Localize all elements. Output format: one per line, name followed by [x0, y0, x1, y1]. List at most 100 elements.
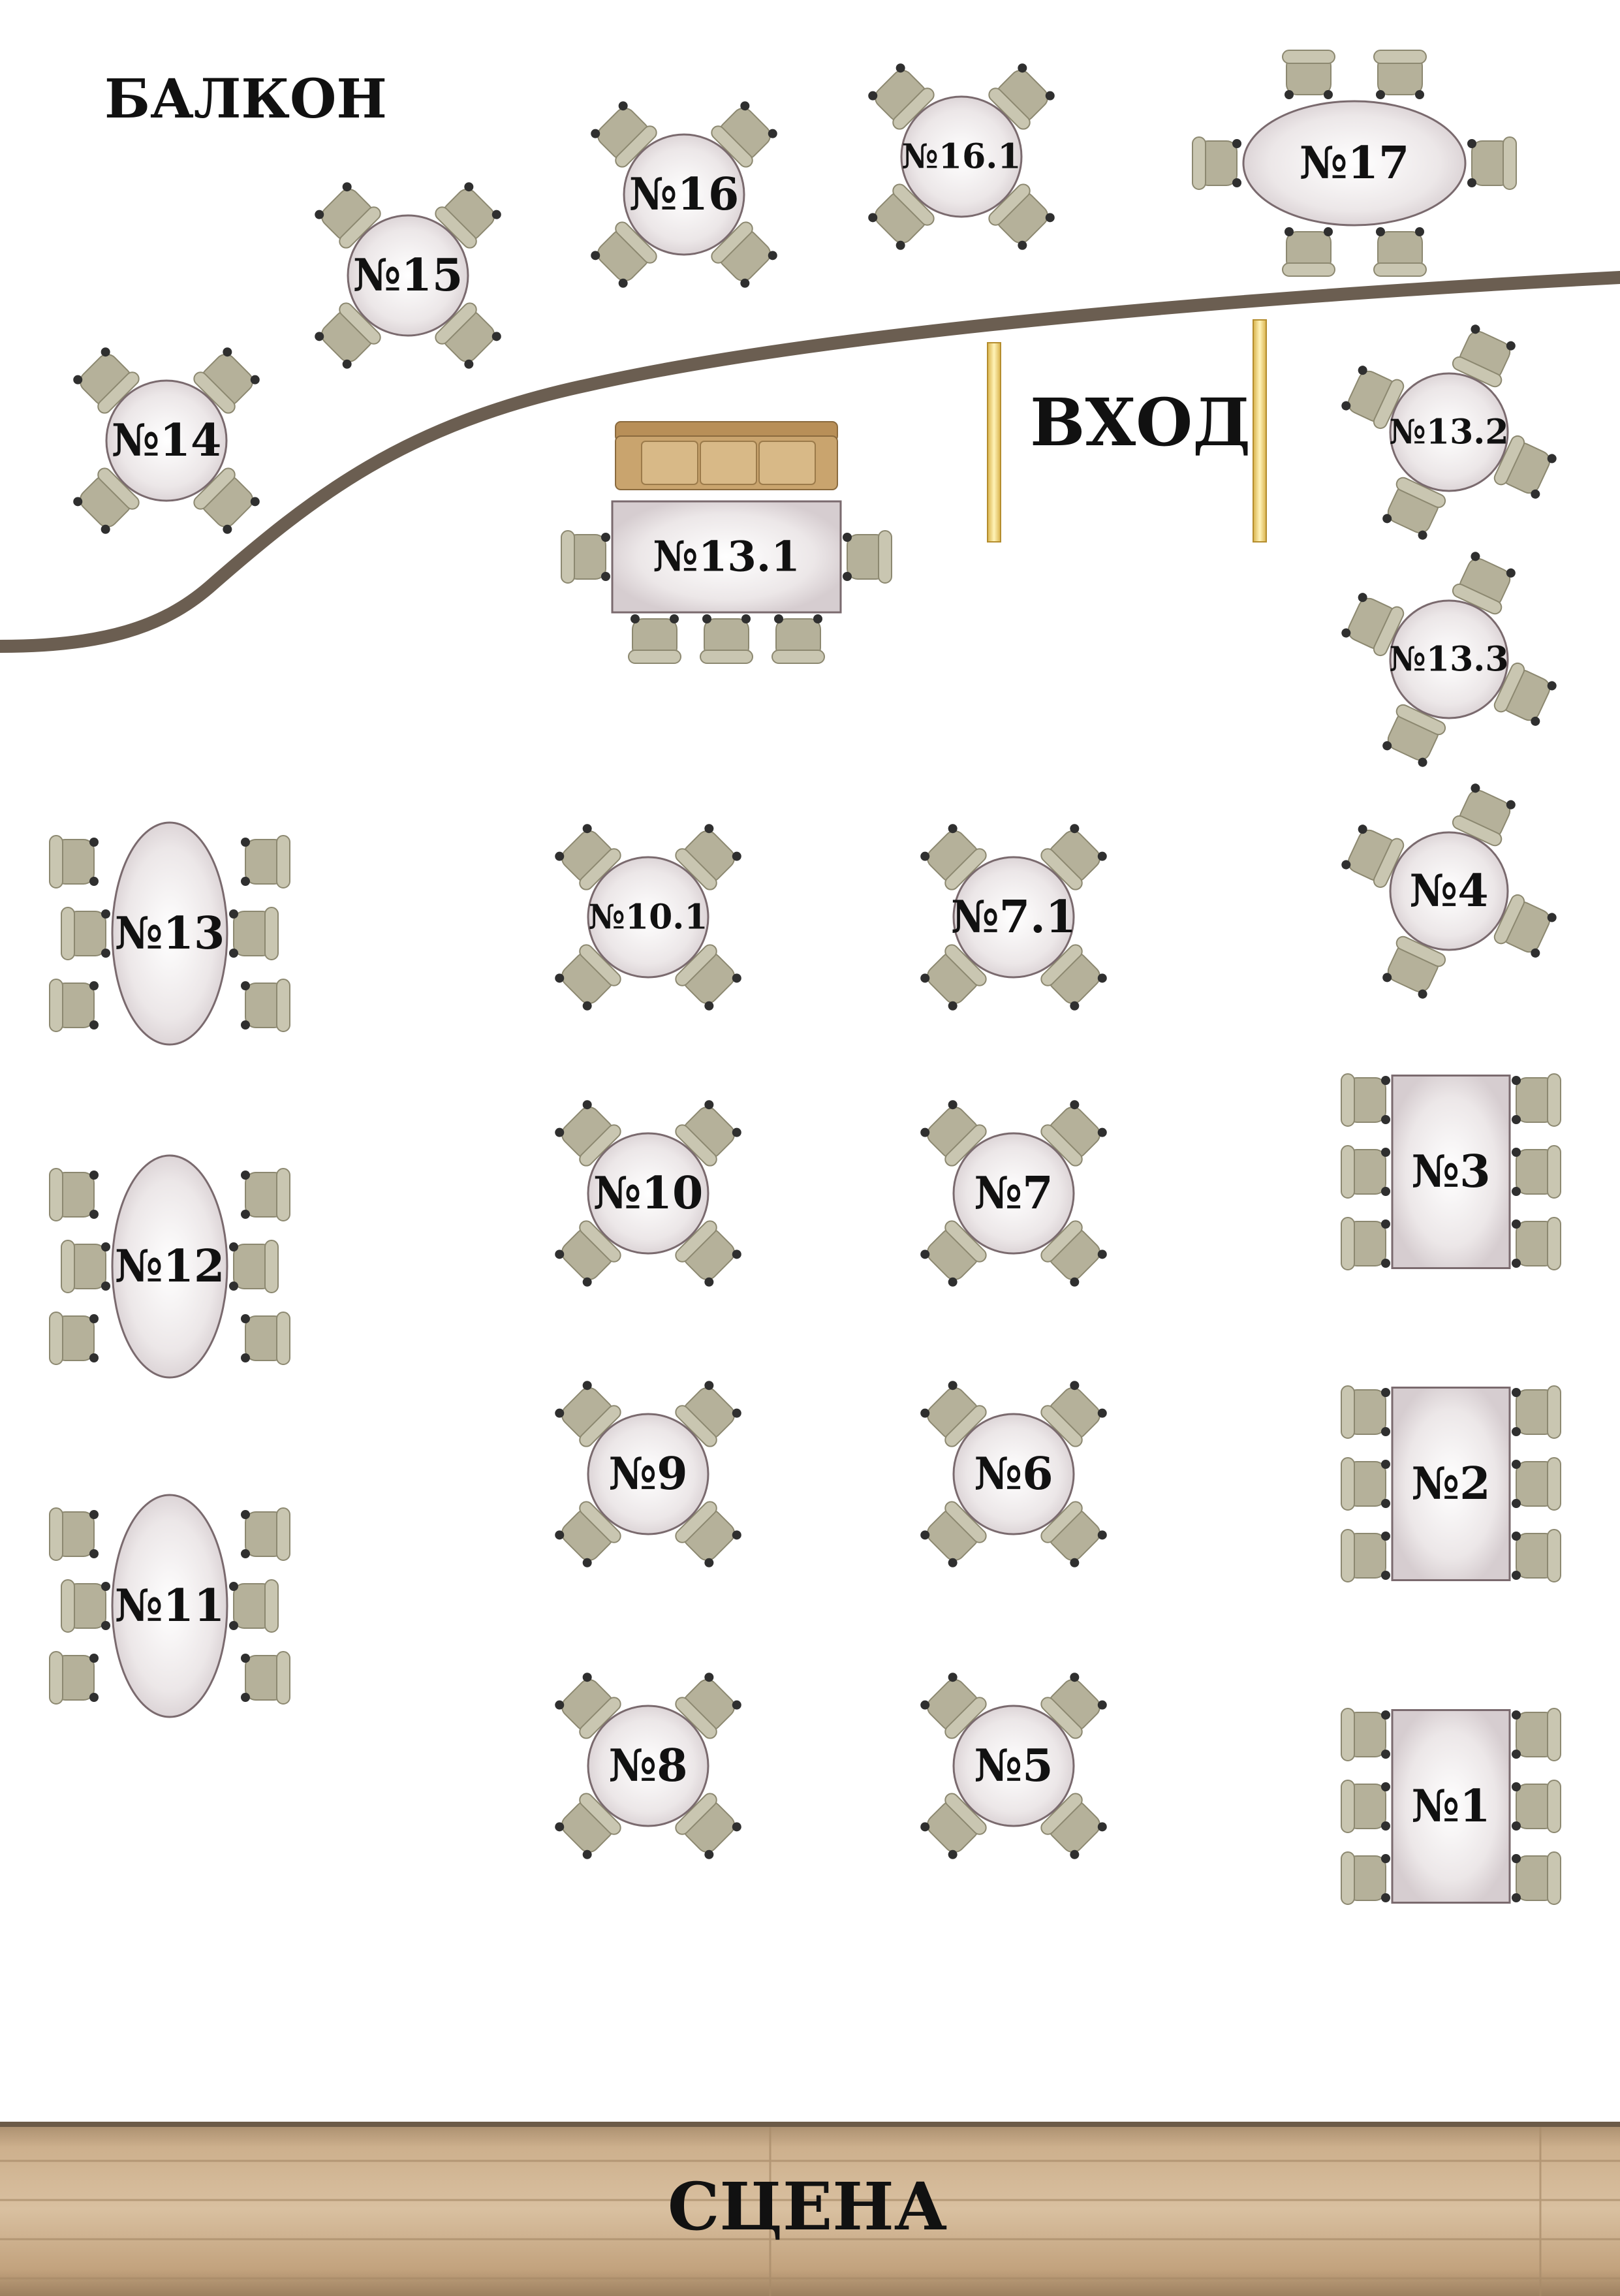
chair — [842, 530, 892, 584]
chair — [1511, 1457, 1561, 1511]
table-t13-1[interactable]: №13.1 — [561, 421, 892, 664]
table-label: №3 — [1411, 1146, 1490, 1198]
chair — [1373, 227, 1427, 277]
table-top — [952, 1132, 1075, 1255]
table-label: №1 — [1411, 1780, 1490, 1832]
table-top — [111, 1154, 228, 1379]
chair — [628, 614, 681, 664]
chair — [700, 614, 753, 664]
chair — [240, 1168, 290, 1221]
chair — [61, 1579, 111, 1633]
table-top — [952, 1705, 1075, 1827]
table-label: №7 — [974, 1167, 1053, 1219]
chair — [1511, 1073, 1561, 1127]
table-t16-1[interactable]: №16.1 — [864, 59, 1059, 254]
table-t7-1[interactable]: №7.1 — [916, 820, 1111, 1014]
table-top — [587, 1705, 709, 1827]
table-t1[interactable]: №1 — [1341, 1708, 1561, 1905]
chair — [228, 1579, 279, 1633]
table-label: №13.3 — [1389, 640, 1508, 680]
chair — [1511, 1217, 1561, 1270]
chair — [1341, 1073, 1391, 1127]
table-top — [1389, 831, 1509, 951]
table-t10[interactable]: №10 — [551, 1096, 745, 1291]
chair — [1341, 1457, 1391, 1511]
table-t2[interactable]: №2 — [1341, 1385, 1561, 1582]
table-label: №13 — [115, 907, 225, 960]
table-t11[interactable]: №11 — [49, 1494, 290, 1718]
table-t10-1[interactable]: №10.1 — [551, 820, 745, 1014]
chair — [1341, 1217, 1391, 1270]
table-label: №5 — [974, 1740, 1053, 1792]
table-top — [1242, 100, 1467, 227]
table-t6[interactable]: №6 — [916, 1377, 1111, 1571]
table-t16[interactable]: №16 — [587, 97, 781, 292]
table-t4[interactable]: №4 — [1338, 780, 1560, 1002]
table-top — [952, 856, 1075, 979]
table-t3[interactable]: №3 — [1341, 1073, 1561, 1270]
table-t15[interactable]: №15 — [311, 178, 505, 373]
chair — [228, 1240, 279, 1293]
table-top — [1389, 372, 1509, 492]
chair — [49, 1507, 99, 1561]
table-label: №17 — [1300, 137, 1410, 189]
chair — [1341, 1851, 1391, 1905]
chair — [240, 979, 290, 1032]
balcony-label: БАЛКОН — [104, 68, 387, 131]
chair — [1341, 1145, 1391, 1199]
table-label: №13.2 — [1389, 413, 1508, 452]
table-label: №11 — [115, 1580, 225, 1632]
chair — [240, 1312, 290, 1365]
table-t7[interactable]: №7 — [916, 1096, 1111, 1291]
table-label: №4 — [1409, 865, 1488, 917]
table-top — [611, 500, 842, 614]
table-top — [1391, 1387, 1511, 1581]
table-t13-3[interactable]: №13.3 — [1338, 548, 1560, 770]
table-top — [347, 214, 469, 337]
chair — [1341, 1385, 1391, 1439]
chair — [1467, 136, 1517, 190]
table-t13-2[interactable]: №13.2 — [1338, 321, 1560, 543]
table-t5[interactable]: №5 — [916, 1669, 1111, 1863]
table-top — [587, 1132, 709, 1255]
table-t12[interactable]: №12 — [49, 1154, 290, 1379]
chair — [49, 1168, 99, 1221]
table-label: №13.1 — [653, 533, 800, 582]
table-t8[interactable]: №8 — [551, 1669, 745, 1863]
chair — [1373, 50, 1427, 100]
table-t17[interactable]: №17 — [1192, 50, 1517, 277]
table-top — [587, 856, 709, 979]
chair — [1511, 1385, 1561, 1439]
chair — [1511, 1851, 1561, 1905]
chair — [1511, 1145, 1561, 1199]
table-top — [1389, 599, 1509, 719]
chair — [228, 907, 279, 960]
chair — [561, 530, 611, 584]
table-top — [623, 133, 745, 256]
table-t9[interactable]: №9 — [551, 1377, 745, 1571]
table-top — [1391, 1709, 1511, 1904]
chair — [1511, 1708, 1561, 1761]
table-t14[interactable]: №14 — [69, 343, 264, 538]
stage — [0, 2122, 1620, 2296]
table-label: №6 — [974, 1448, 1053, 1500]
chair — [1341, 1529, 1391, 1582]
chair — [1511, 1529, 1561, 1582]
table-t13[interactable]: №13 — [49, 821, 290, 1046]
table-label: №14 — [112, 415, 222, 467]
chair — [49, 1651, 99, 1705]
chair — [240, 1651, 290, 1705]
table-top — [1391, 1075, 1511, 1269]
chair — [49, 835, 99, 889]
chair — [1192, 136, 1242, 190]
sofa — [615, 421, 838, 490]
chair — [240, 835, 290, 889]
chair — [771, 614, 825, 664]
chair — [49, 1312, 99, 1365]
table-label: №16.1 — [901, 137, 1021, 177]
table-label: №2 — [1411, 1458, 1490, 1510]
chair — [240, 1507, 290, 1561]
table-label: №12 — [115, 1240, 225, 1293]
entrance-post-right — [1253, 319, 1267, 543]
